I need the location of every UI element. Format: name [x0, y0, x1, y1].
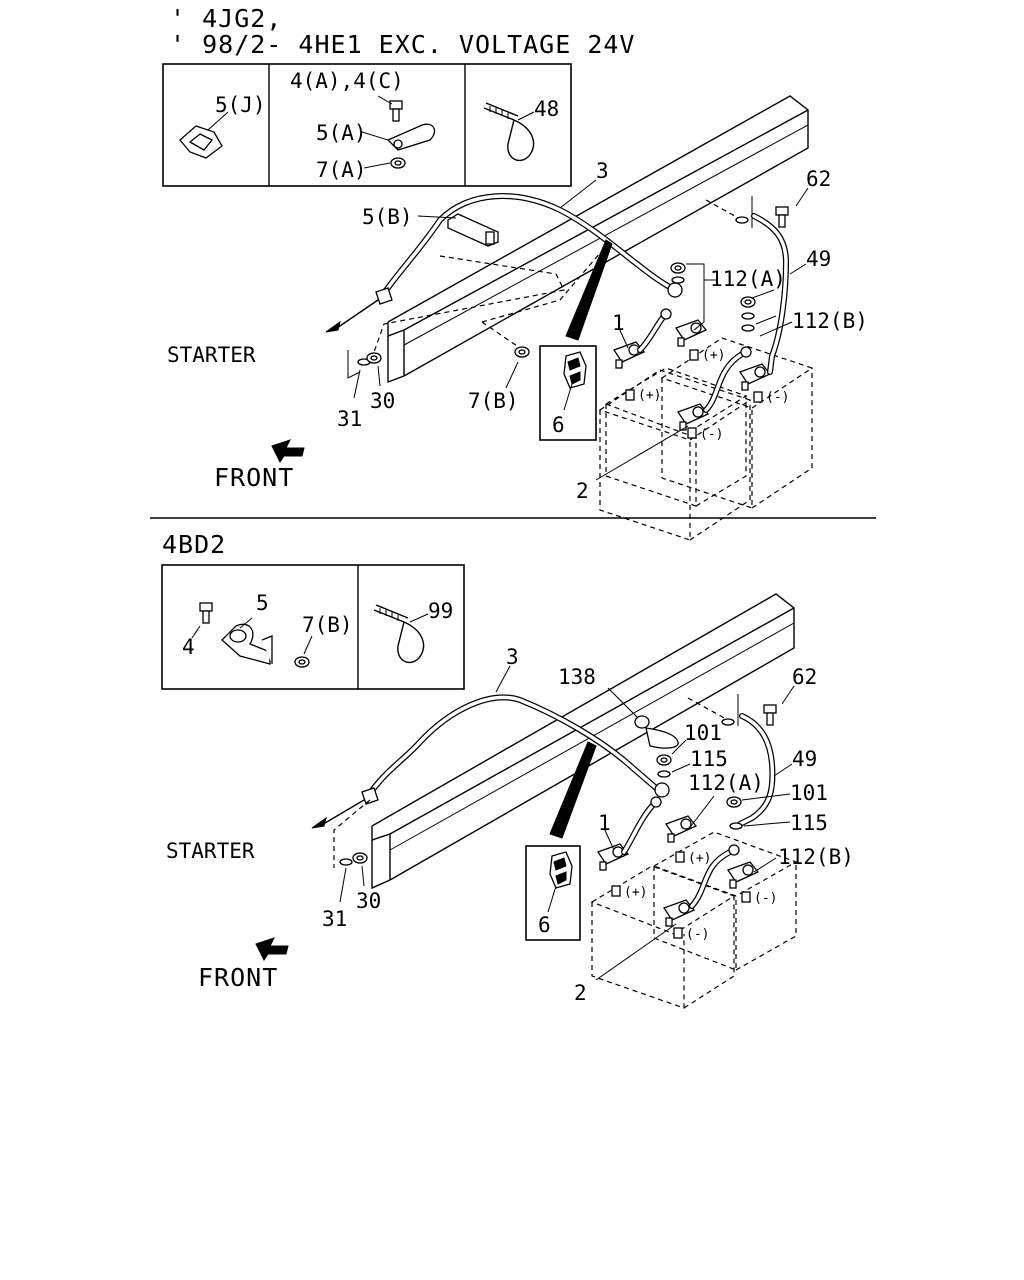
battery-front-bottom [590, 865, 736, 1009]
battery-cable-3 [375, 193, 683, 305]
label-6-bottom: 6 [538, 913, 551, 937]
label-starter-top: STARTER [167, 343, 256, 367]
nut-101-b-icon [726, 796, 742, 808]
label-3: 3 [596, 159, 609, 183]
clamp-1-icon [613, 341, 645, 369]
label-112a-bottom: 112(A) [688, 771, 764, 795]
label-7a: 7(A) [316, 158, 367, 182]
label-1-top: 1 [612, 311, 625, 335]
clip-5j-icon [179, 111, 229, 159]
label-112b-top: 112(B) [792, 309, 868, 333]
label-2-bottom: 2 [574, 981, 587, 1005]
grommet-6-bottom-icon [549, 851, 573, 889]
grommet-6-icon [563, 351, 587, 389]
label-49-top: 49 [806, 247, 831, 271]
label-62-top: 62 [806, 167, 831, 191]
label-5a: 5(A) [316, 121, 367, 145]
label-starter-bottom: STARTER [166, 839, 255, 863]
nut-30-icon [366, 352, 382, 364]
nut-7b-icon [514, 346, 530, 358]
terminal-plus-front-bottom: (+) [624, 885, 647, 900]
clamp-5-icon [221, 623, 273, 665]
label-5j: 5(J) [215, 93, 266, 117]
label-62-bottom: 62 [792, 665, 817, 689]
label-front-bottom: FRONT [198, 963, 278, 992]
top-section: ' 4JG2, ' 98/2- 4HE1 EXC. VOLTAGE 24V 5(… [162, 4, 868, 541]
label-7b-top: 7(B) [468, 389, 519, 413]
battery-front-top [599, 369, 751, 541]
bottom-section: 4BD2 4 5 7(B) 99 [161, 530, 854, 1009]
terminal-plus-rear-bottom: (+) [688, 851, 711, 866]
label-138: 138 [558, 665, 596, 689]
label-101-b: 101 [790, 781, 828, 805]
label-115-a: 115 [690, 747, 728, 771]
washer-115-a-icon [657, 770, 671, 778]
label-101-a: 101 [684, 721, 722, 745]
nut-7b-bottom-icon [294, 656, 310, 668]
label-1-bottom: 1 [598, 811, 611, 835]
bottom-header: 4BD2 [162, 530, 226, 559]
label-30-bottom: 30 [356, 889, 381, 913]
top-header-line2: ' 98/2- 4HE1 EXC. VOLTAGE 24V [170, 30, 636, 59]
terminal-minus-front: (-) [700, 427, 723, 442]
battery-front-body [604, 367, 748, 507]
cap-138-icon [634, 715, 679, 749]
terminal-plus-front: (+) [638, 388, 661, 403]
terminal-minus-rear-bottom: (-) [754, 891, 777, 906]
bolt-62-bottom-icon [763, 704, 777, 726]
clip-5a-icon [386, 123, 436, 151]
terminal-plus-rear: (+) [702, 348, 725, 363]
label-5b: 5(B) [362, 205, 413, 229]
terminal-minus-front-bottom: (-) [686, 927, 709, 942]
top-inset-frame [162, 63, 572, 187]
label-48: 48 [534, 97, 559, 121]
label-31-bottom: 31 [322, 907, 347, 931]
label-112a-top: 112(A) [710, 267, 786, 291]
label-5-bottom: 5 [256, 591, 269, 615]
label-112b-bottom: 112(B) [778, 845, 854, 869]
nut-101-a-icon [656, 754, 672, 766]
nut-112a-2-icon [740, 296, 756, 308]
label-31-top: 31 [337, 407, 362, 431]
label-115-b: 115 [790, 811, 828, 835]
battery-cable-3-bottom [361, 694, 670, 805]
frame-rail-top [387, 95, 809, 384]
nut-112a-1-icon [670, 262, 686, 274]
nut-30-bottom-icon [352, 852, 368, 864]
label-4-bottom: 4 [182, 635, 195, 659]
label-3-bottom: 3 [506, 645, 519, 669]
label-6-top: 6 [552, 413, 565, 437]
label-7b-bottom: 7(B) [302, 613, 353, 637]
nut-7a-icon [390, 157, 406, 169]
label-30-top: 30 [370, 389, 395, 413]
battery-rear-bottom [652, 831, 798, 971]
terminal-minus-rear: (-) [766, 390, 789, 405]
top-header-line1: ' 4JG2, [170, 4, 282, 33]
label-99: 99 [428, 599, 453, 623]
label-2-top: 2 [576, 479, 589, 503]
washer-115-b-icon [729, 822, 743, 830]
label-front-top: FRONT [214, 463, 294, 492]
clamp-2-bottom-icon [663, 899, 695, 927]
front-arrow-icon [271, 439, 305, 463]
front-arrow-bottom-icon [255, 937, 289, 961]
label-4a-4c: 4(A),4(C) [290, 69, 404, 93]
clamp-5b-icon [447, 213, 499, 247]
bolt-62-icon [775, 206, 789, 228]
label-49-bottom: 49 [792, 747, 817, 771]
